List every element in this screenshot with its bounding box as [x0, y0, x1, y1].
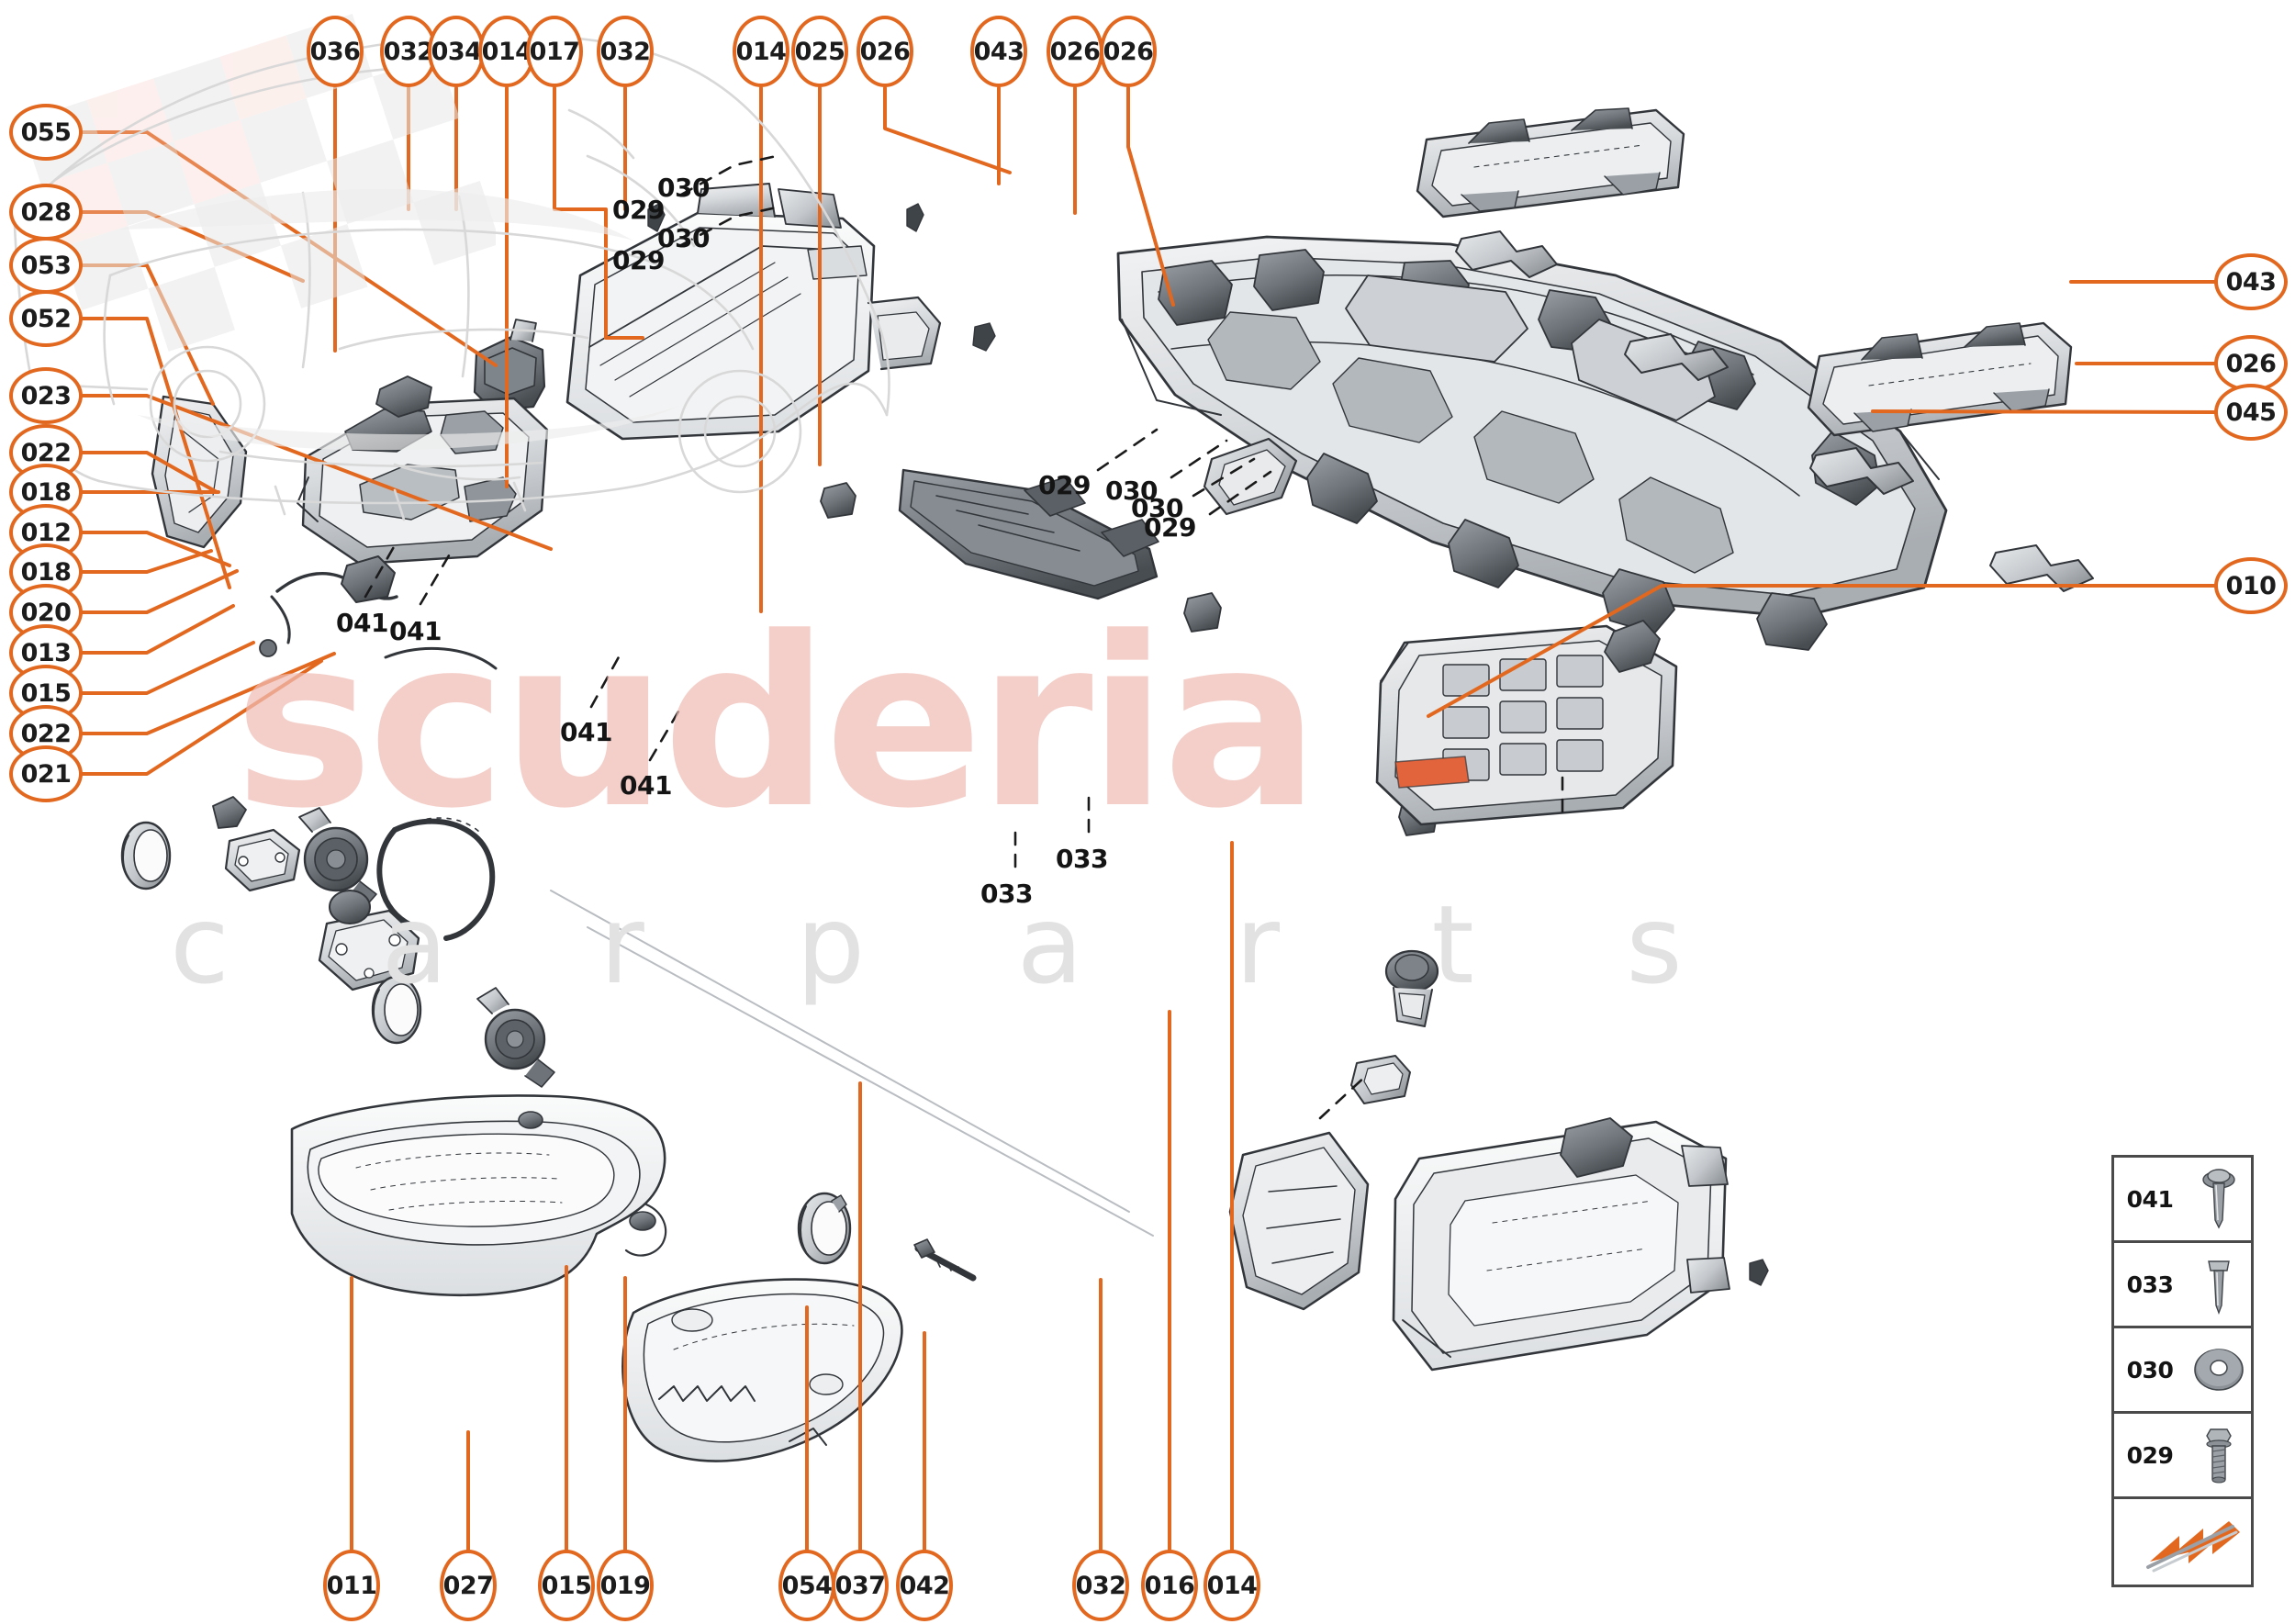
part-032-screw-b — [906, 203, 924, 232]
washer-icon — [2186, 1344, 2251, 1395]
callout-bubble-053-c053[interactable]: 053 — [9, 237, 83, 294]
legend-row-041[interactable]: 041 — [2114, 1158, 2251, 1243]
legend-row-029[interactable]: 029 — [2114, 1414, 2251, 1499]
callout-bubble-021-c021[interactable]: 021 — [9, 745, 83, 802]
part-032-screw-c — [972, 322, 996, 352]
part-032-screw-d — [1749, 1259, 1769, 1286]
part-label-029-p029c: 029 — [1038, 470, 1091, 500]
part-010-control-module — [1375, 620, 1678, 826]
legend-code-033: 033 — [2126, 1271, 2174, 1298]
part-043-vent-right — [1807, 321, 2073, 437]
callout-bubble-032-c032b[interactable]: 032 — [597, 16, 654, 87]
callout-bubble-028-c028[interactable]: 028 — [9, 184, 83, 241]
callout-bubble-036-c036[interactable]: 036 — [307, 16, 364, 87]
part-label-030-p030d: 030 — [1131, 493, 1183, 523]
callout-bubble-025-c025[interactable]: 025 — [791, 16, 848, 87]
callout-bubble-027-c027[interactable]: 027 — [440, 1550, 497, 1621]
part-011-upper-dash-pad — [290, 1094, 667, 1297]
callout-bubble-052-c052[interactable]: 052 — [9, 290, 83, 347]
part-026-clip-a — [1455, 230, 1558, 278]
part-label-033-p033b: 033 — [1056, 844, 1108, 874]
part-label-029-p029d: 029 — [1144, 512, 1196, 543]
part-026-clip-c — [1809, 447, 1914, 495]
part-027-lower-pad — [621, 1278, 903, 1462]
part-012-bracket — [212, 796, 301, 892]
part-043-vent-upper — [1416, 107, 1685, 218]
callout-bubble-017-c017[interactable]: 017 — [526, 16, 583, 87]
hex-bolt-icon — [2186, 1422, 2251, 1488]
part-041-rail-guides — [550, 890, 1154, 1237]
part-label-041-p041a: 041 — [336, 608, 388, 638]
callout-bubble-037-c037[interactable]: 037 — [832, 1550, 889, 1621]
part-022-blower-lower — [476, 987, 555, 1088]
callout-bubble-054-c054[interactable]: 054 — [778, 1550, 835, 1621]
orange-arrow-icon — [2141, 1508, 2251, 1576]
part-018-trim-ring-lower — [371, 975, 422, 1045]
part-021-motor — [329, 890, 371, 924]
callout-bubble-055-c055[interactable]: 055 — [9, 104, 83, 161]
callout-bubble-026-c026b[interactable]: 026 — [1047, 16, 1103, 87]
legend-code-030: 030 — [2126, 1356, 2174, 1383]
part-054-side-trim — [1228, 1131, 1370, 1311]
part-015-ring-bottom — [797, 1192, 852, 1265]
flanged-bolt-icon — [2186, 1167, 2251, 1231]
part-017-lower-duct — [898, 468, 1159, 600]
part-label-030-p030a: 030 — [657, 173, 710, 203]
part-023-lead — [384, 646, 498, 670]
part-label-030-p030b: 030 — [657, 223, 710, 253]
part-label-030-p030c: 030 — [1105, 476, 1158, 506]
part-025-bracket-tab — [1203, 437, 1298, 516]
callout-bubble-042-c042[interactable]: 042 — [896, 1550, 953, 1621]
fastener-legend-box: 041 033 030 — [2111, 1155, 2254, 1587]
part-025-045-crosscar-beam — [1116, 235, 1948, 651]
callout-bubble-014-c014c[interactable]: 014 — [1203, 1550, 1260, 1621]
legend-row-arrow[interactable] — [2114, 1499, 2251, 1585]
part-042-lower-panel — [1392, 1117, 1730, 1372]
callout-bubble-019-c019[interactable]: 019 — [597, 1550, 654, 1621]
callout-bubble-010-c010[interactable]: 010 — [2214, 557, 2288, 614]
callout-bubble-015-c015b[interactable]: 015 — [538, 1550, 595, 1621]
callout-bubble-032-c032c[interactable]: 032 — [1072, 1550, 1129, 1621]
callout-bubble-011-c011[interactable]: 011 — [323, 1550, 380, 1621]
callout-bubble-034-c034[interactable]: 034 — [428, 16, 485, 87]
legend-row-030[interactable]: 030 — [2114, 1328, 2251, 1414]
part-037-clip — [1350, 1055, 1411, 1104]
push-pin-rivet-icon — [2186, 1252, 2251, 1316]
part-label-033-p033a: 033 — [980, 879, 1033, 909]
callout-bubble-026-c026c[interactable]: 026 — [1100, 16, 1157, 87]
part-026-clip-b — [1624, 333, 1729, 381]
part-label-041-p041c: 041 — [560, 717, 612, 747]
part-013-gasket — [376, 817, 496, 941]
legend-code-041: 041 — [2126, 1185, 2174, 1213]
legend-row-033[interactable]: 033 — [2114, 1243, 2251, 1328]
part-label-041-p041b: 041 — [389, 616, 442, 646]
part-014-clip-b — [1183, 592, 1222, 633]
part-018-trim-ring-upper — [120, 821, 172, 890]
callout-bubble-023-c023[interactable]: 023 — [9, 367, 83, 424]
part-015-bracket-plate — [318, 909, 420, 991]
callout-bubble-045-c045[interactable]: 045 — [2214, 384, 2288, 441]
callout-bubble-043-c043a[interactable]: 043 — [970, 16, 1027, 87]
part-016-knob — [1384, 949, 1439, 1027]
legend-code-029: 029 — [2126, 1441, 2174, 1469]
callout-bubble-014-c014b[interactable]: 014 — [733, 16, 789, 87]
part-019-rod — [913, 1238, 977, 1282]
callout-bubble-026-c026a[interactable]: 026 — [856, 16, 913, 87]
part-label-041-p041d: 041 — [620, 770, 672, 801]
callout-bubble-026-c026d[interactable]: 026 — [2214, 335, 2288, 392]
callout-bubble-016-c016[interactable]: 016 — [1141, 1550, 1198, 1621]
callout-bubble-043-c043b[interactable]: 043 — [2214, 253, 2288, 310]
